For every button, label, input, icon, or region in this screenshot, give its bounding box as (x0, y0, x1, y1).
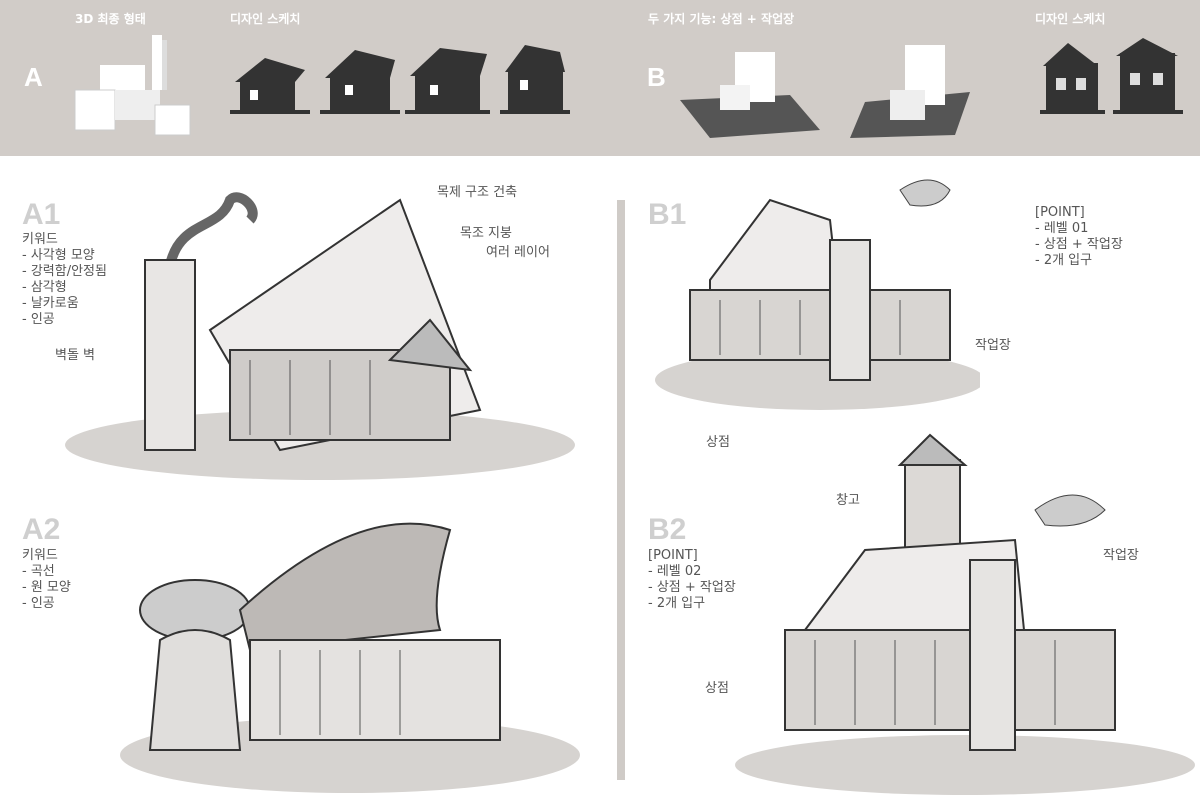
section-title-b1: B1 (648, 198, 687, 231)
annotation-b2-workshop: 작업장 (1103, 548, 1139, 563)
section-divider (617, 200, 625, 780)
a2-house-sketch (120, 522, 580, 793)
section-title-a1: A1 (22, 198, 61, 231)
annotation-layers: 여러 레이어 (486, 245, 550, 260)
b2-house-sketch (735, 433, 1195, 795)
section-title-a2: A2 (22, 513, 61, 546)
a2-keyword-list: 키워드- 곡선- 원 모양- 인공 (22, 548, 71, 611)
annotation-b2-storage: 창고 (836, 493, 860, 508)
annotation-brick-wall: 벽돌 벽 (55, 348, 96, 363)
a1-keyword-list: 키워드- 사각형 모양- 강력함/안정됨 - 삼각형- 날카로움- 인공 (22, 232, 107, 327)
label-design-sketch-a: 디자인 스케치 (230, 12, 301, 26)
annotation-b2-shop: 상점 (705, 681, 729, 696)
b1-point-list: [POINT]- 레벨 01- 상점 + 작업장- 2개 입구 (1035, 205, 1123, 268)
annotation-b1-shop: 상점 (706, 435, 730, 450)
a1-house-sketch (65, 192, 575, 480)
design-sketches-a (230, 45, 570, 114)
annotation-b1-workshop: 작업장 (975, 338, 1011, 353)
label-3d-final: 3D 최종 형태 (75, 12, 146, 26)
label-two-functions: 두 가지 기능: 상점 + 작업장 (648, 12, 795, 26)
3d-block-models-b (680, 45, 970, 138)
annotation-wood-structure: 목제 구조 건축 (437, 185, 518, 200)
design-sketches-b (1040, 38, 1183, 114)
header-band (0, 0, 1200, 156)
b1-house-sketch (655, 179, 980, 410)
3d-block-model-a (74, 35, 191, 136)
marker-a: A (24, 62, 43, 92)
marker-b: B (647, 62, 666, 92)
annotation-wood-roof: 목조 지붕 (460, 226, 512, 241)
label-design-sketch-b: 디자인 스케치 (1035, 12, 1106, 26)
b2-point-list: [POINT]- 레벨 02- 상점 + 작업장- 2개 입구 (648, 548, 736, 611)
section-title-b2: B2 (648, 513, 687, 546)
